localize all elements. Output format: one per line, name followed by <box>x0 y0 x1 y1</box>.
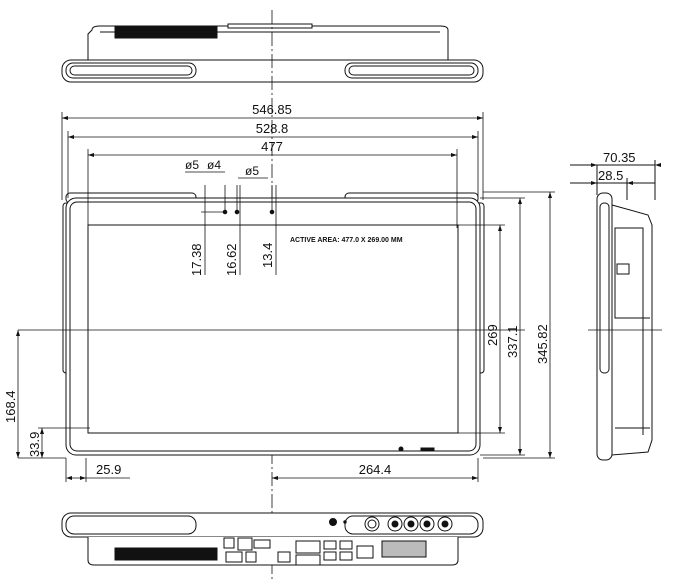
dim-bezel-width: 528.8 <box>256 121 289 136</box>
bottom-view <box>61 512 484 566</box>
side-view <box>570 160 662 461</box>
front-view <box>62 192 485 456</box>
dim-269: 269 <box>485 324 500 346</box>
dim-hole-phi5-left: ø5 <box>185 158 199 172</box>
dim-337-1: 337.1 <box>505 325 520 358</box>
dim-13-4: 13.4 <box>260 243 275 268</box>
dim-active-width: 477 <box>261 139 283 154</box>
dim-side-depth: 70.35 <box>603 150 636 165</box>
dim-side-bezel: 28.5 <box>598 168 623 183</box>
dim-17-38: 17.38 <box>189 243 204 276</box>
top-view <box>61 23 484 83</box>
dim-overall-width: 546.85 <box>252 102 292 117</box>
dim-264-4: 264.4 <box>359 462 392 477</box>
active-area-note: ACTIVE AREA: 477.0 X 269.00 MM <box>290 237 403 244</box>
power-led <box>398 446 404 452</box>
dim-25-9: 25.9 <box>96 462 121 477</box>
front-indicator <box>420 447 435 452</box>
dim-16-62: 16.62 <box>224 243 239 276</box>
dim-hole-phi4: ø4 <box>207 158 221 172</box>
dimension-lines <box>17 112 555 482</box>
active-area <box>87 224 459 434</box>
dim-345-82: 345.82 <box>535 324 550 364</box>
dimension-arrows <box>16 116 552 480</box>
bottom-vent <box>114 547 218 561</box>
top-vent <box>114 26 218 39</box>
dim-hole-phi5-right: ø5 <box>245 164 259 178</box>
bottom-speaker-grille <box>381 540 427 558</box>
dim-168-4: 168.4 <box>3 390 18 423</box>
dim-33-9: 33.9 <box>27 432 42 457</box>
